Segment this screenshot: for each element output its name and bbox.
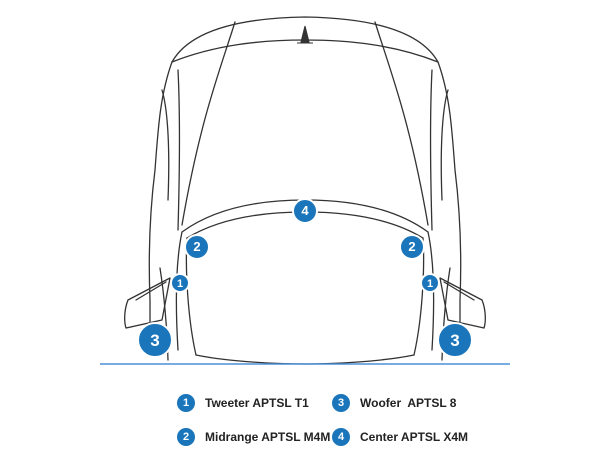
marker-number: 3	[150, 331, 159, 350]
marker-number: 1	[427, 278, 433, 290]
hood-ornament-icon	[297, 25, 313, 44]
speaker-marker-midrange-left[interactable]: 2	[184, 234, 210, 260]
legend-label: Tweeter APTSL T1	[205, 396, 309, 410]
speaker-marker-woofer-left[interactable]: 3	[137, 322, 173, 358]
legend-number-badge: 2	[177, 428, 195, 446]
legend-item-center: 4 Center APTSL X4M	[332, 427, 468, 447]
legend-number-badge: 1	[177, 394, 195, 412]
speaker-marker-midrange-right[interactable]: 2	[399, 234, 425, 260]
marker-number: 4	[301, 203, 309, 218]
legend-item-woofer: 3 Woofer APTSL 8	[332, 393, 456, 413]
legend-number-badge: 4	[332, 428, 350, 446]
legend-label: Woofer APTSL 8	[360, 396, 457, 410]
legend-number-badge: 3	[332, 394, 350, 412]
speaker-marker-tweeter-right[interactable]: 1	[420, 273, 440, 293]
speaker-marker-woofer-right[interactable]: 3	[437, 322, 473, 358]
legend-item-tweeter: 1 Tweeter APTSL T1	[177, 393, 309, 413]
marker-number: 3	[450, 331, 459, 350]
marker-number: 2	[193, 239, 200, 254]
legend-item-midrange: 2 Midrange APTSL M4M	[177, 427, 330, 447]
legend-label: Midrange APTSL M4M	[205, 430, 331, 444]
speaker-marker-center[interactable]: 4	[292, 198, 318, 224]
car-outline-icon	[124, 16, 486, 365]
legend-label: Center APTSL X4M	[360, 430, 469, 444]
speaker-marker-tweeter-left[interactable]: 1	[170, 273, 190, 293]
marker-number: 1	[177, 278, 183, 290]
marker-number: 2	[408, 239, 415, 254]
